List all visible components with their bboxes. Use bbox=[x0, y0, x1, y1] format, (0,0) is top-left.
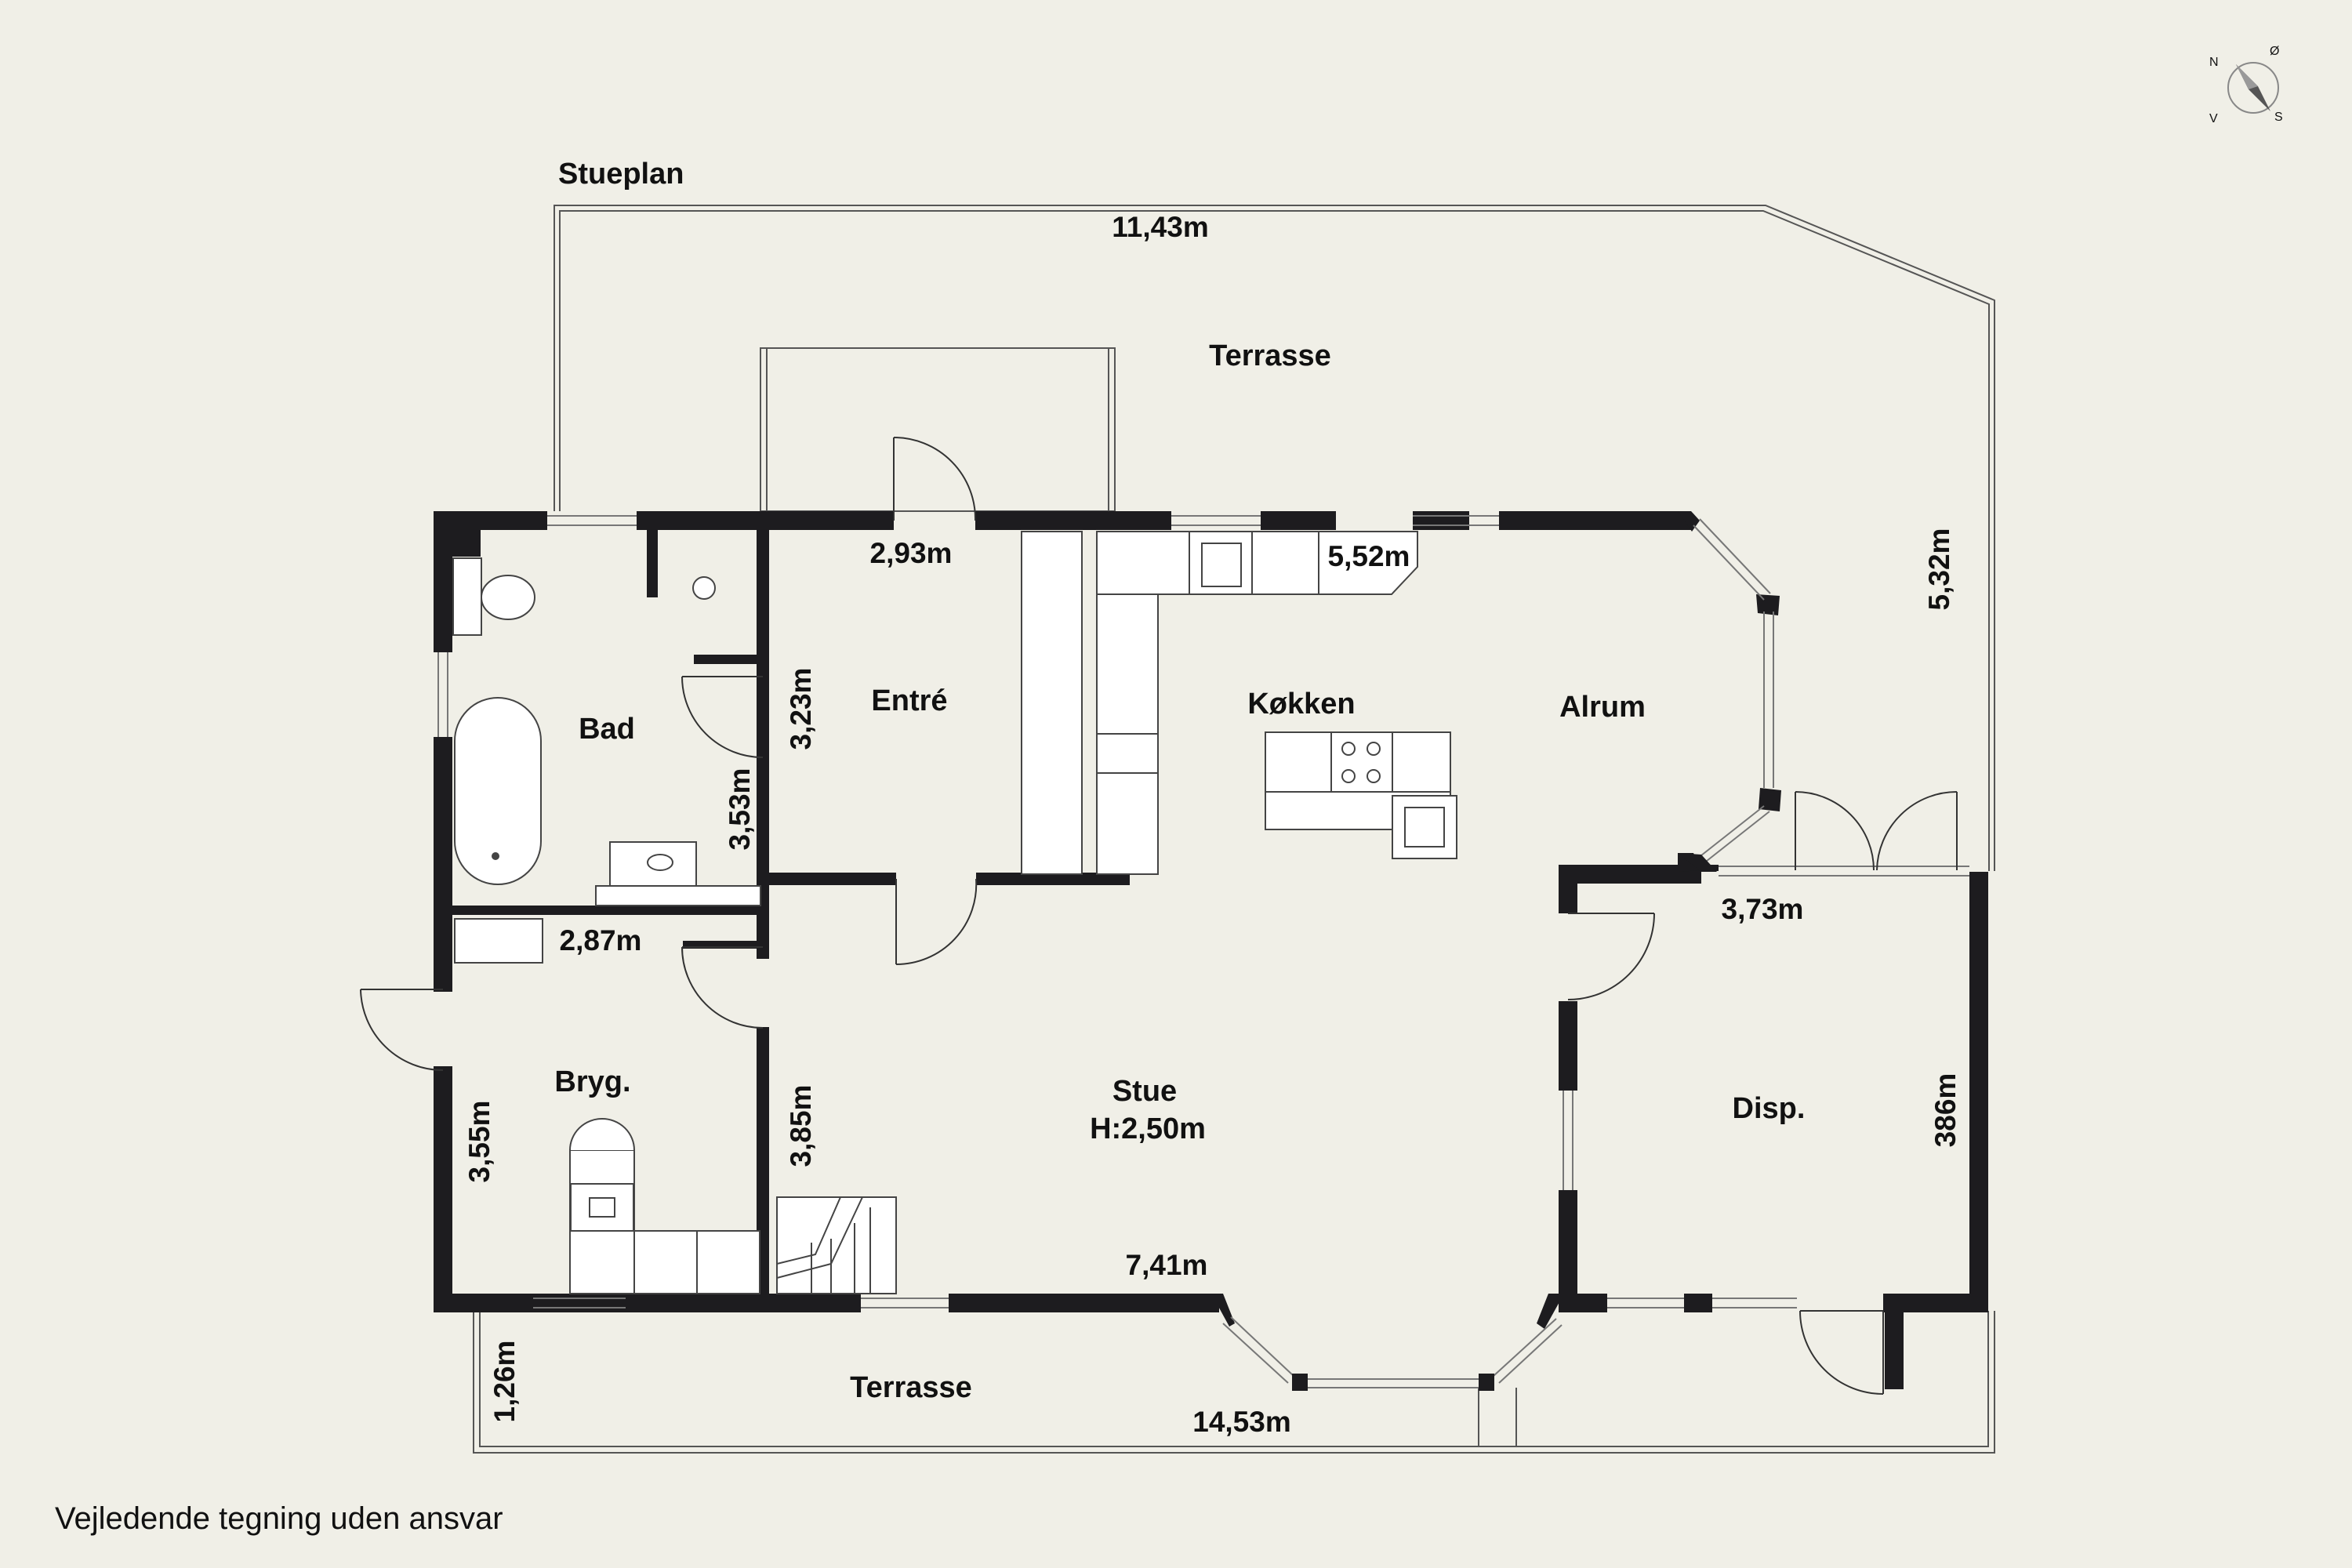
walls bbox=[434, 511, 1988, 1389]
dim-pantry-depth: 386m bbox=[1929, 1073, 1962, 1148]
room-label-terrace-bottom: Terrasse bbox=[850, 1371, 972, 1404]
dim-entry-width: 2,93m bbox=[870, 537, 953, 569]
compass-south: S bbox=[2274, 111, 2283, 124]
dim-terrace-width: 11,43m bbox=[1112, 211, 1208, 243]
room-label-terrace-top: Terrasse bbox=[1209, 339, 1331, 372]
dim-entry-depth: 3,23m bbox=[785, 668, 817, 750]
dim-living-width: 7,41m bbox=[1126, 1249, 1208, 1281]
dim-utility-width: 2,87m bbox=[560, 924, 642, 956]
room-label-utility: Bryg. bbox=[554, 1065, 630, 1098]
compass-north: N bbox=[2209, 56, 2219, 69]
dim-pantry-width: 3,73m bbox=[1722, 893, 1804, 925]
compass: N Ø S V bbox=[2209, 45, 2283, 125]
compass-east: Ø bbox=[2270, 45, 2279, 58]
bay-window-posts bbox=[1292, 1374, 1494, 1391]
room-label-sunroom: Alrum bbox=[1559, 691, 1646, 724]
room-label-entry: Entré bbox=[871, 684, 947, 717]
doors bbox=[360, 437, 1958, 1395]
compass-west: V bbox=[2209, 112, 2218, 125]
terrace-outline-top bbox=[554, 205, 1995, 871]
room-label-living: Stue bbox=[1112, 1075, 1177, 1108]
dim-kitchen-width: 5,52m bbox=[1328, 540, 1410, 572]
dim-utility-depth: 3,55m bbox=[463, 1101, 495, 1183]
room-label-pantry: Disp. bbox=[1733, 1092, 1806, 1125]
dim-bottom-terrace-width: 14,53m bbox=[1192, 1406, 1291, 1438]
windows bbox=[437, 515, 1969, 1308]
dim-living-depth: 3,85m bbox=[785, 1085, 817, 1167]
floor-title: Stueplan bbox=[558, 158, 684, 191]
disclaimer: Vejledende tegning uden ansvar bbox=[55, 1501, 503, 1536]
bay-window-right bbox=[1678, 511, 1781, 872]
terrace-outline-bottom bbox=[473, 1311, 1995, 1454]
bay-window-bottom bbox=[1222, 1316, 1563, 1388]
room-label-bath: Bad bbox=[579, 713, 635, 746]
dim-bottom-terrace-depth: 1,26m bbox=[488, 1341, 521, 1423]
dim-terrace-depth: 5,32m bbox=[1923, 528, 1955, 611]
fixtures bbox=[452, 531, 1457, 1294]
dim-bath-depth: 3,53m bbox=[724, 768, 756, 851]
room-label-kitchen: Køkken bbox=[1247, 688, 1355, 720]
room-label-living-height: H:2,50m bbox=[1090, 1112, 1206, 1145]
